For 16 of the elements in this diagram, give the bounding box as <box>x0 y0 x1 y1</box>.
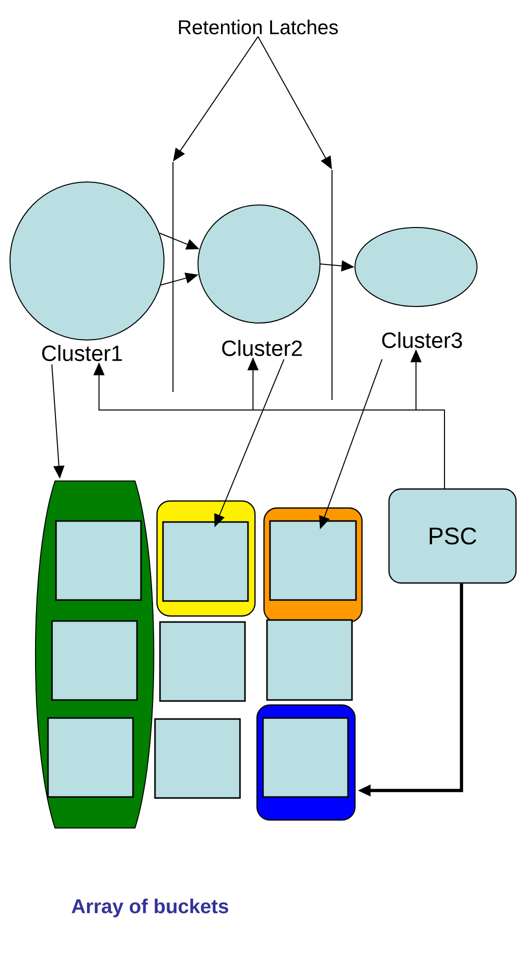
node-label: Cluster2 <box>222 340 302 356</box>
bucket-box <box>47 717 134 798</box>
process-box: PSC <box>388 488 517 584</box>
bucket-box <box>269 520 357 601</box>
callout-text: Retention Latches <box>179 20 338 34</box>
caption: Array of buckets <box>72 898 228 918</box>
bucket-box <box>55 520 142 601</box>
bucket-box <box>266 619 353 701</box>
bucket-box <box>162 521 249 602</box>
node-label: Cluster1 <box>42 344 122 362</box>
bucket-box <box>154 718 241 799</box>
node-label: Cluster3 <box>382 332 462 348</box>
latch-line <box>172 162 174 392</box>
bucket-box <box>51 620 138 701</box>
bucket-box <box>262 717 349 798</box>
bucket-box <box>159 621 246 702</box>
